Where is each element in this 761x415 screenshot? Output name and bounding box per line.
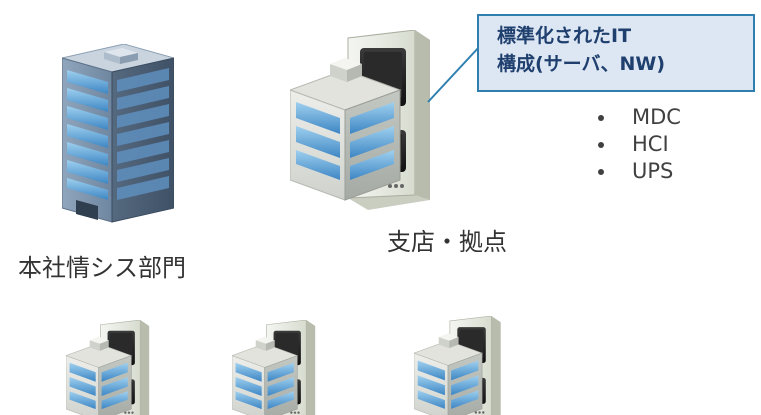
list-item-hci: HCI: [590, 131, 681, 158]
small-branch-icon-2: [232, 320, 322, 415]
callout-connector: [427, 45, 481, 103]
list-item-mdc: MDC: [590, 104, 681, 131]
small-branch-icon-1: [66, 320, 156, 415]
branch-caption: 支店・拠点: [387, 228, 507, 256]
office-tower-icon: [62, 44, 174, 224]
standardized-it-callout: 標準化されたIT 構成(サーバ、NW): [477, 14, 755, 92]
small-branch-icon-3: [414, 316, 504, 415]
branch-building-with-rack-icon: [290, 30, 435, 215]
callout-line-2: 構成(サーバ、NW): [497, 53, 666, 75]
list-item-ups: UPS: [590, 158, 681, 185]
headquarters-caption: 本社情シス部門: [18, 254, 186, 282]
component-list: MDC HCI UPS: [590, 104, 681, 185]
callout-line-1: 標準化されたIT: [497, 25, 632, 47]
